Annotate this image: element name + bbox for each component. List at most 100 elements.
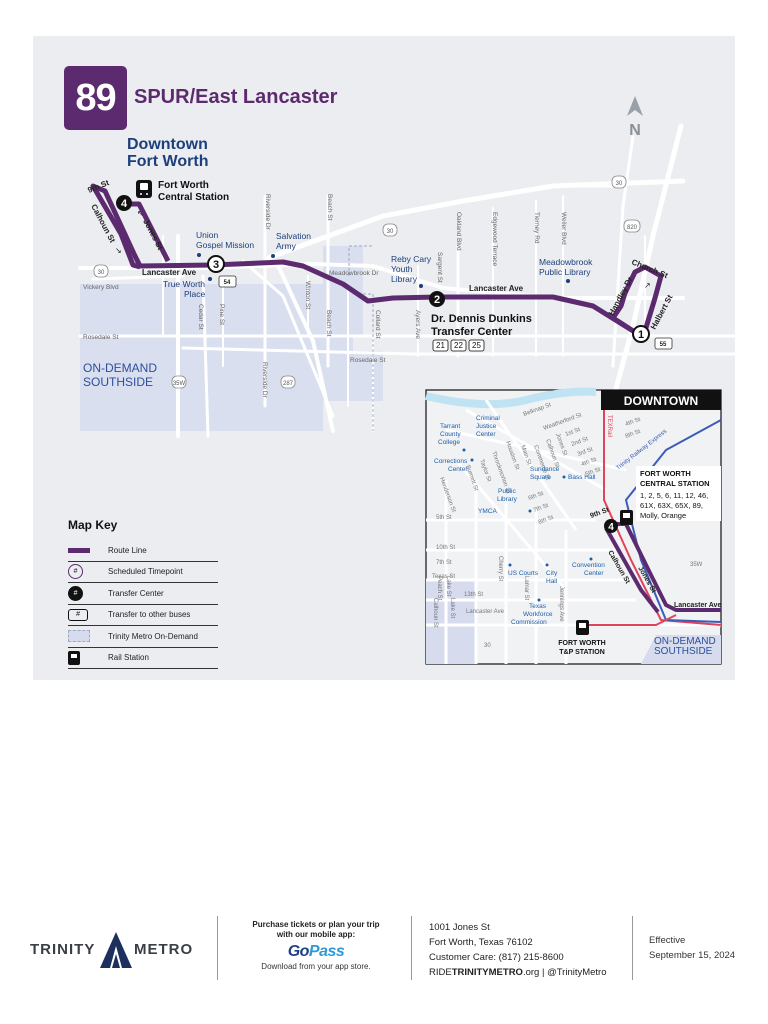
label-riverside-dr: Riverside Dr	[264, 194, 271, 231]
label-riverside-dr-s: Riverside Dr	[261, 362, 268, 399]
contact-block: 1001 Jones St Fort Worth, Texas 76102 Cu…	[429, 920, 607, 980]
label-ayers-ave: Ayers Ave	[414, 310, 421, 339]
arrow-calhoun: ↘	[115, 246, 122, 255]
inset-title: DOWNTOWN	[624, 394, 698, 408]
shield-54: 54	[218, 275, 237, 288]
arrow-jones: ↖	[137, 209, 144, 218]
footer: TRINITY METRO Purchase tickets or plan y…	[0, 900, 768, 1000]
arrow-handley: ↗	[644, 281, 651, 290]
inset-texrail	[603, 390, 722, 626]
central-station: Fort Worth Central Station	[136, 180, 229, 203]
street-labels: Vickery Blvd Rosedale St Rosedale St Mea…	[83, 194, 567, 399]
salvation-dot	[271, 254, 275, 258]
customer-care: Customer Care: (817) 215-8600	[429, 952, 564, 963]
label-beach-st-s: Beach St	[325, 310, 332, 337]
transfer-routes: 21 22 25	[432, 339, 485, 352]
places: Union Gospel Mission Salvation Army True…	[163, 230, 593, 299]
map-key-label: Rail Station	[108, 653, 149, 663]
inset-city-2: Hall	[546, 578, 558, 585]
inset-central-routes-3: Molly, Orange	[640, 511, 686, 520]
label-meadowbrook-pl-2: Public Library	[539, 267, 591, 277]
label-sargent-st: Sargent St	[436, 252, 443, 283]
website-link-a: RIDE	[429, 967, 452, 978]
shield-30-west-text: 30	[98, 270, 105, 276]
footer-divider-3	[632, 916, 633, 980]
inset-jennings: Jennings Ave	[558, 586, 564, 622]
inset-peach: Peach St	[436, 576, 442, 601]
shield-55-text: 55	[660, 342, 667, 348]
map-key-label: Route Line	[108, 545, 147, 555]
transfer-bus-icon: #	[68, 608, 108, 621]
label-tierney-rd: Tierney Rd	[533, 212, 540, 244]
inset-on-demand-2: SOUTHSIDE	[654, 646, 713, 657]
meadowbrook-lib-dot	[566, 279, 570, 283]
label-jones-st: Jones St	[141, 218, 165, 252]
reby-dot	[419, 284, 423, 288]
timepoint-3: 3	[207, 255, 225, 273]
central-station-label-1: Fort Worth	[158, 180, 209, 191]
tickets-block: Purchase tickets or plan your trip with …	[226, 920, 406, 971]
shield-54-text: 54	[224, 280, 231, 286]
inset-central-2: CENTRAL STATION	[640, 479, 710, 488]
map-key-row-transfer-buses: # Transfer to other buses	[68, 605, 218, 626]
timepoint-icon: #	[68, 564, 108, 580]
shield-820-text: 820	[627, 225, 638, 231]
highway-shields: 30 30 30 820 35W 287 54 55	[93, 175, 673, 389]
shield-35w: 35W	[171, 375, 187, 389]
union-gospel-dot	[197, 253, 201, 257]
map-key-row-transfer-center: # Transfer Center	[68, 583, 218, 605]
label-collard-st: Collard St	[374, 310, 381, 339]
logo-mark-icon	[100, 932, 132, 968]
shield-30-center-text: 30	[387, 229, 394, 235]
map-key: Map Key Route Line # Scheduled Timepoint…	[68, 518, 218, 669]
map-key-title: Map Key	[68, 518, 118, 532]
inset-lake: Lake St	[445, 576, 451, 597]
inset-7th: 7th St	[533, 503, 550, 514]
inset-bass: Bass Hall	[568, 474, 596, 481]
transfer-center-symbol: #	[68, 585, 83, 601]
road-network	[78, 123, 735, 439]
inset-cherry: Cherry St	[497, 556, 503, 582]
address-line-1: 1001 Jones St	[429, 922, 490, 933]
download-text: Download from your app store.	[261, 962, 371, 971]
label-vickery: Vickery Blvd	[83, 284, 119, 291]
inset-cjc-2: Justice	[476, 423, 497, 430]
shield-30-east-text: 30	[616, 181, 623, 187]
map-key-row-on-demand: Trinity Metro On-Demand	[68, 626, 218, 648]
inset-h30: 30	[484, 643, 491, 649]
label-oakland-blvd: Oakland Blvd	[455, 212, 462, 251]
shield-35w-text: 35W	[173, 381, 186, 387]
on-demand-label-2: SOUTHSIDE	[83, 375, 153, 389]
central-station-label-2: Central Station	[158, 192, 229, 203]
rail-station-icon	[68, 650, 108, 665]
website-link-c: .org | @TrinityMetro	[522, 967, 607, 978]
timepoint-4-text: 4	[121, 198, 128, 210]
label-weiler-blvd: Weiler Blvd	[560, 212, 567, 245]
on-demand-label-1: ON-DEMAND	[83, 361, 157, 375]
inset-7th-w: 7th St	[436, 560, 452, 566]
inset-tre	[624, 419, 722, 623]
inset-3rd: 3rd St	[577, 447, 594, 458]
inset-on-demand-1: ON-DEMAND	[654, 636, 716, 647]
inset-conv-1: Convention	[572, 562, 605, 569]
inset-library-2: Library	[497, 496, 518, 503]
timepoint-4: 4	[116, 195, 132, 211]
label-reby-3: Library	[391, 274, 418, 284]
north-label: N	[629, 122, 641, 139]
inset-twc-1: Texas	[529, 603, 547, 610]
label-meadowbrook-dr: Meadowbrook Dr	[329, 270, 379, 277]
inset-lancaster-e: Lancaster Ave	[674, 602, 721, 609]
website-link[interactable]: RIDETRINITYMETRO.org | @TrinityMetro	[429, 965, 607, 980]
dunkins-label-1: Dr. Dennis Dunkins	[431, 313, 532, 325]
route-map: 30 30 30 820 35W 287 54 55 Vickery Blvd …	[78, 96, 735, 665]
label-pine-st: Pine St	[218, 304, 225, 325]
inset-twc-2: Workforce	[523, 611, 553, 618]
inset-lamar: Lamar St	[523, 576, 529, 601]
inset-13th-w: 13th St	[464, 592, 483, 598]
shield-30-east: 30	[611, 175, 627, 189]
map-key-row-route-line: Route Line	[68, 540, 218, 562]
shield-287: 287	[280, 375, 296, 389]
inset-5th: 5th St	[585, 467, 602, 478]
label-lancaster-ave-w: Lancaster Ave	[142, 268, 197, 277]
label-true-worth-1: True Worth	[163, 279, 205, 289]
